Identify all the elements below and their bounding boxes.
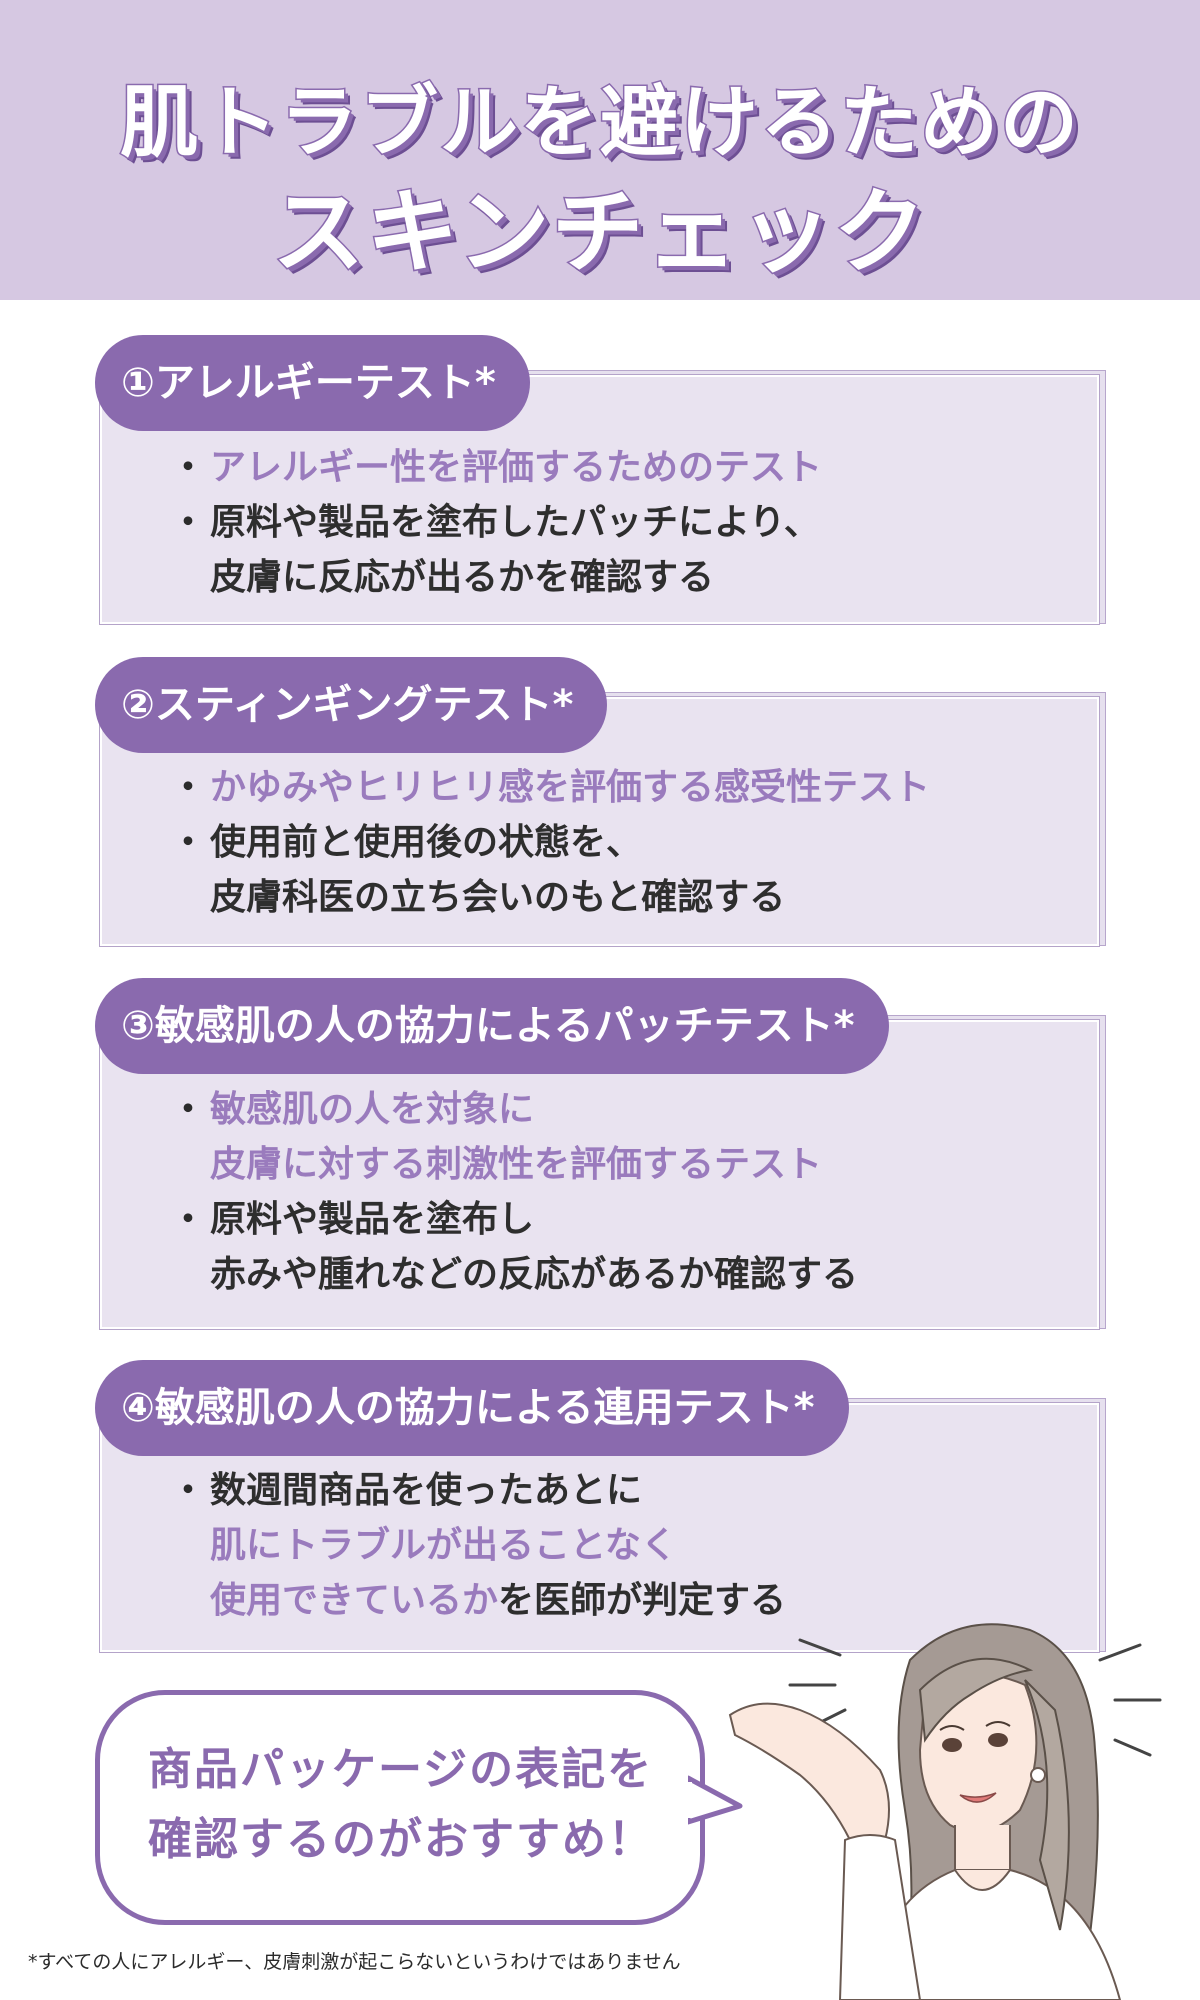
bullet-dot: ・ [170,822,207,863]
bullet-text: 敏感肌の人を対象に [210,1089,535,1130]
bullet-text: かゆみやヒリヒリ感を評価する感受性テスト [210,767,931,808]
page-header: 肌トラブルを避けるための スキンチェック [0,0,1200,300]
page-title-line2: スキンチェック [271,178,928,288]
speech-bubble [95,1690,705,1925]
bullet-text-line3: 使用できているかを医師が判定する [210,1573,786,1628]
bullet-item: ・ 原料や製品を塗布したパッチにより、 皮膚に反応が出るかを確認する [170,495,822,605]
bullet-text: 使用前と使用後の状態を、 [210,822,643,863]
speech-bubble-tail [688,1775,743,1825]
bullet-text-highlight: 使用できているか [210,1580,499,1621]
bullet-item: ・ 使用前と使用後の状態を、 皮膚科医の立ち会いのもと確認する [170,815,930,925]
woman-illustration [728,1623,1162,2000]
bullet-text: 皮膚に反応が出るかを確認する [210,557,715,598]
bullet-dot: ・ [170,767,207,808]
section-label: ④敏感肌の人の協力による連用テスト* [95,1360,849,1456]
speech-bubble-line2: 確認するのがおすすめ！ [148,1814,654,1865]
emphasis-lines [788,1638,1162,1757]
bullet-item: ・ かゆみやヒリヒリ感を評価する感受性テスト [170,760,930,815]
card [99,696,1100,947]
footnote: *すべての人にアレルギー、皮膚刺激が起こらないというわけではありません [28,1951,681,1973]
bullet-dot: ・ [170,1470,207,1511]
bullet-item: ・ 数週間商品を使ったあとに 肌にトラブルが出ることなく 使用できているかを医師… [170,1463,786,1628]
bullet-list: ・ アレルギー性を評価するためのテスト ・ 原料や製品を塗布したパッチにより、 … [170,440,822,605]
speech-bubble-text: 商品パッケージの表記を 確認するのがおすすめ！ [148,1735,654,1875]
speech-bubble-line1: 商品パッケージの表記を [148,1744,654,1795]
bullet-item: ・ 原料や製品を塗布し 赤みや腫れなどの反応があるか確認する [170,1192,858,1302]
bullet-item: ・ 敏感肌の人を対象に 皮膚に対する刺激性を評価するテスト [170,1082,858,1192]
bullet-text: 肌にトラブルが出ることなく [210,1525,677,1566]
bullet-dot: ・ [170,1089,207,1130]
bullet-list: ・ 敏感肌の人を対象に 皮膚に対する刺激性を評価するテスト ・ 原料や製品を塗布… [170,1082,858,1302]
bullet-text: 赤みや腫れなどの反応があるか確認する [210,1254,859,1295]
bullet-list: ・ かゆみやヒリヒリ感を評価する感受性テスト ・ 使用前と使用後の状態を、 皮膚… [170,760,930,925]
bullet-text: 皮膚科医の立ち会いのもと確認する [210,877,786,918]
section-label: ②スティンギングテスト* [95,657,608,753]
bullet-list: ・ 数週間商品を使ったあとに 肌にトラブルが出ることなく 使用できているかを医師… [170,1463,786,1628]
bullet-text: 原料や製品を塗布し [210,1199,535,1240]
bullet-text: を医師が判定する [498,1580,787,1621]
bullet-text: アレルギー性を評価するためのテスト [210,447,823,488]
bullet-text: 皮膚に対する刺激性を評価するテスト [210,1144,823,1185]
bullet-item: ・ アレルギー性を評価するためのテスト [170,440,822,495]
bullet-text: 原料や製品を塗布したパッチにより、 [210,502,820,543]
section-label: ①アレルギーテスト* [95,335,530,431]
bullet-dot: ・ [170,502,207,543]
section-label: ③敏感肌の人の協力によるパッチテスト* [95,978,889,1074]
bullet-dot: ・ [170,447,207,488]
bullet-dot: ・ [170,1199,207,1240]
page-title-line1: 肌トラブルを避けるための [118,77,1080,170]
bullet-text: 数週間商品を使ったあとに [210,1470,643,1511]
